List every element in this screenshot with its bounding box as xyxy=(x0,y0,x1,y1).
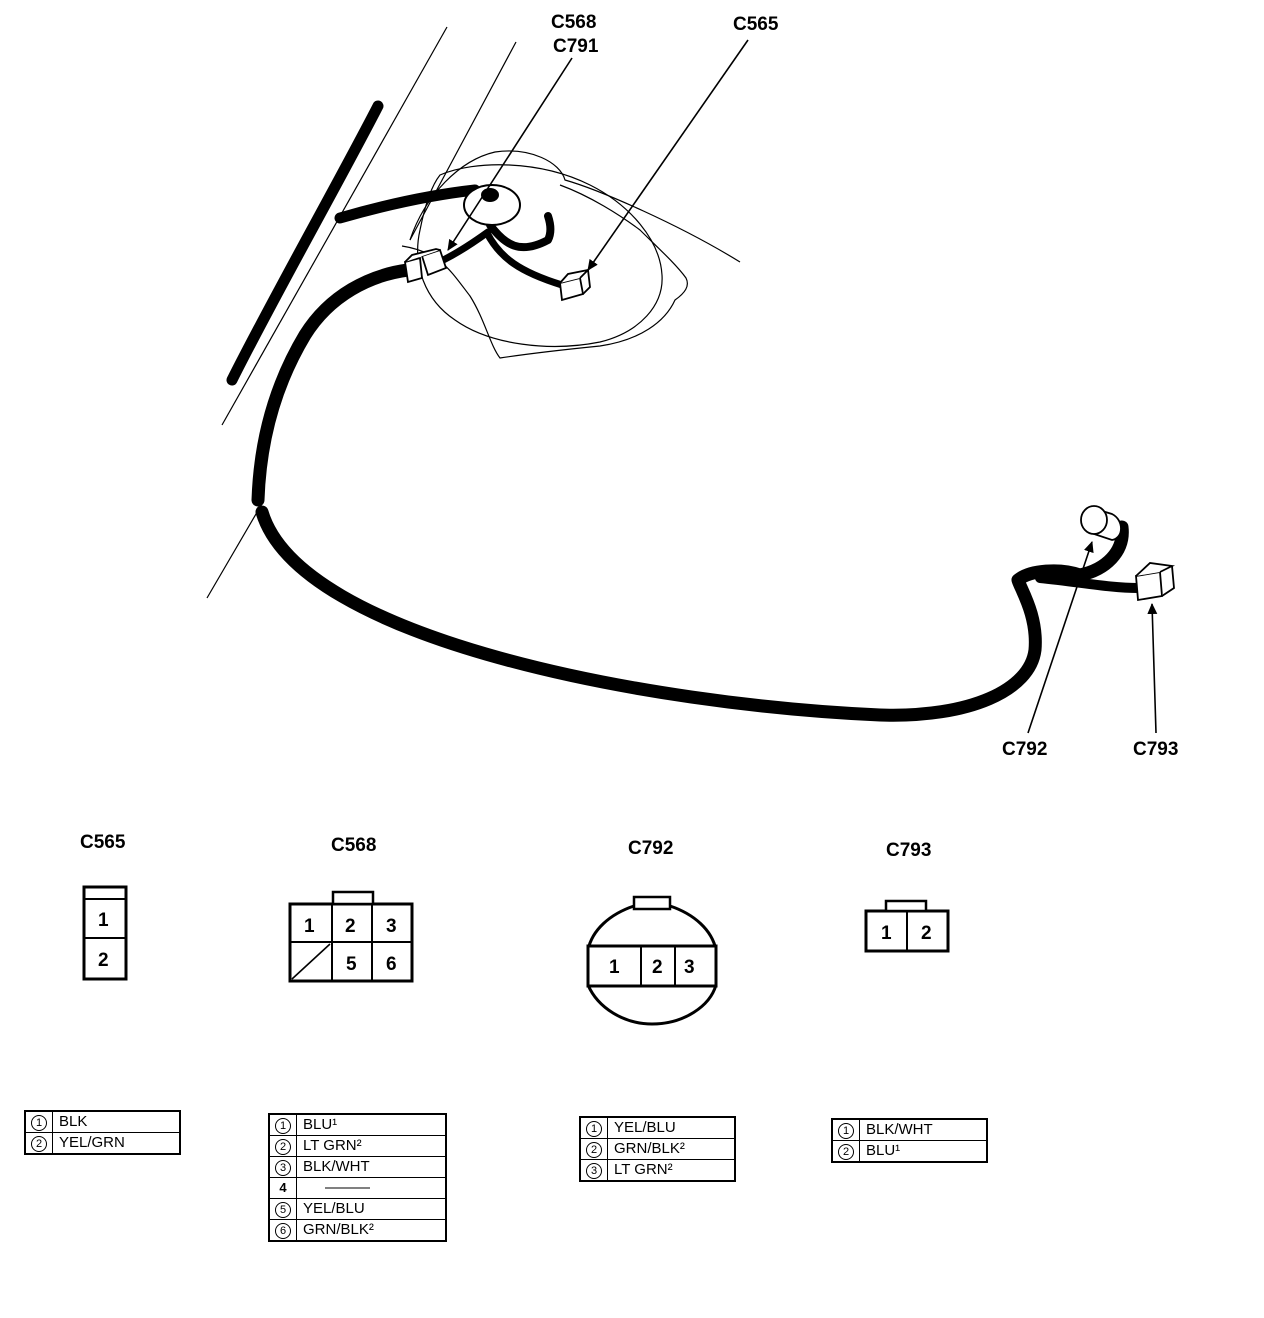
wire-color: LT GRN² xyxy=(296,1135,446,1157)
wire-color: BLU¹ xyxy=(303,1116,338,1133)
pin-number: 3 xyxy=(275,1159,291,1176)
callout-c792: C792 xyxy=(1002,739,1047,760)
c792-pin: 1 xyxy=(609,957,620,978)
pin-number: 2 xyxy=(838,1143,854,1160)
callout-c791: C791 xyxy=(553,36,599,57)
c793-face: 1 2 xyxy=(864,899,950,953)
wire-color: LT GRN² xyxy=(607,1159,735,1181)
c565-face: 1 2 xyxy=(82,885,128,981)
c792-wire-table: 1 YEL/BLU 2 GRN/BLK² 3 LT GRN² xyxy=(579,1116,736,1182)
c565-pin: 2 xyxy=(98,950,109,971)
pin-number: 4 xyxy=(279,1180,287,1195)
c793-pin: 2 xyxy=(921,923,932,944)
c792-face-title: C792 xyxy=(628,838,673,859)
c793-pin: 1 xyxy=(881,923,892,944)
c568-pin: 6 xyxy=(386,954,397,975)
wire-color: GRN/BLK² xyxy=(607,1138,735,1160)
c568-face-title: C568 xyxy=(331,835,376,856)
c793-face-title: C793 xyxy=(886,840,931,861)
wire-color: YEL/BLU xyxy=(296,1198,446,1220)
callout-arrows xyxy=(447,39,1158,734)
pin-number: 1 xyxy=(275,1117,291,1134)
c565-wire-table: 1 BLK 2 YEL/GRN xyxy=(24,1110,181,1155)
c793-wire-table: 1 BLK/WHT 2 BLU¹ xyxy=(831,1118,988,1163)
wire-color: BLK xyxy=(59,1113,88,1130)
c565-connector xyxy=(559,268,591,302)
c568-pin: 5 xyxy=(346,954,357,975)
pin-number: 2 xyxy=(31,1135,47,1152)
callout-c793: C793 xyxy=(1133,739,1178,760)
pin-number: 3 xyxy=(586,1162,602,1179)
pin-number: 6 xyxy=(275,1222,291,1239)
wire-color: BLK/WHT xyxy=(866,1121,933,1138)
pin-number: 1 xyxy=(31,1114,47,1131)
c568-pin: 1 xyxy=(304,916,315,937)
c565-face-title: C565 xyxy=(80,832,126,853)
c792-face: 1 2 3 xyxy=(586,895,718,1026)
wire-color: GRN/BLK² xyxy=(296,1219,446,1241)
c568-pin: 3 xyxy=(386,916,397,937)
wire-harness xyxy=(226,100,1143,722)
c568-c791-connector xyxy=(403,248,448,284)
callout-c565: C565 xyxy=(733,14,779,35)
pin-number: 1 xyxy=(586,1120,602,1137)
c792-pin: 2 xyxy=(652,957,663,978)
pin-number: 1 xyxy=(838,1122,854,1139)
wire-color: YEL/GRN xyxy=(52,1132,180,1154)
c793-connector xyxy=(1135,562,1176,602)
c568-pin: 2 xyxy=(345,916,356,937)
pin-number: 5 xyxy=(275,1201,291,1218)
c568-face: 1 2 3 5 6 xyxy=(288,890,414,983)
wire-color: BLU¹ xyxy=(859,1140,987,1162)
c565-pin: 1 xyxy=(98,910,109,931)
wire-color: ——— xyxy=(296,1177,446,1199)
grommet xyxy=(463,184,521,226)
pin-number: 2 xyxy=(586,1141,602,1158)
pin-number: 2 xyxy=(275,1138,291,1155)
c792-connector xyxy=(1080,505,1122,541)
c792-pin: 3 xyxy=(684,957,695,978)
callout-c568: C568 xyxy=(551,12,596,33)
body-panel-outline xyxy=(206,26,741,599)
wire-color: YEL/BLU xyxy=(614,1119,676,1136)
wire-color: BLK/WHT xyxy=(296,1156,446,1178)
